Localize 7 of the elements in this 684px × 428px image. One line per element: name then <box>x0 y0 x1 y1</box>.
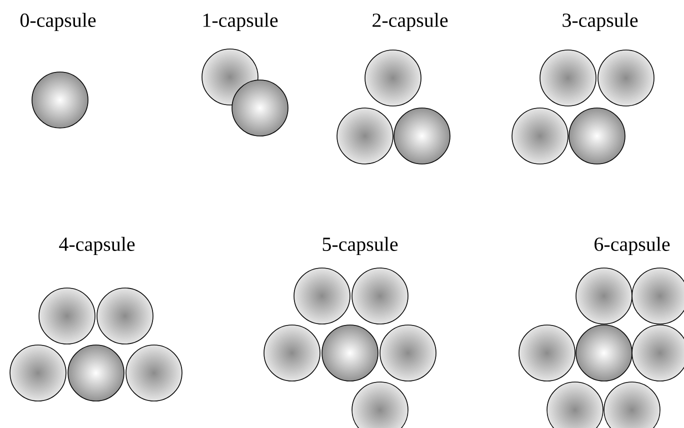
capsule-label: 2-capsule <box>372 12 448 32</box>
capsule-label: 0-capsule <box>20 12 96 32</box>
capsule-label: 6-capsule <box>594 236 670 256</box>
capsule-label: 5-capsule <box>322 236 398 256</box>
capsule-label: 4-capsule <box>59 236 135 256</box>
capsule-label: 3-capsule <box>562 12 638 32</box>
capsule-label: 1-capsule <box>203 12 278 32</box>
